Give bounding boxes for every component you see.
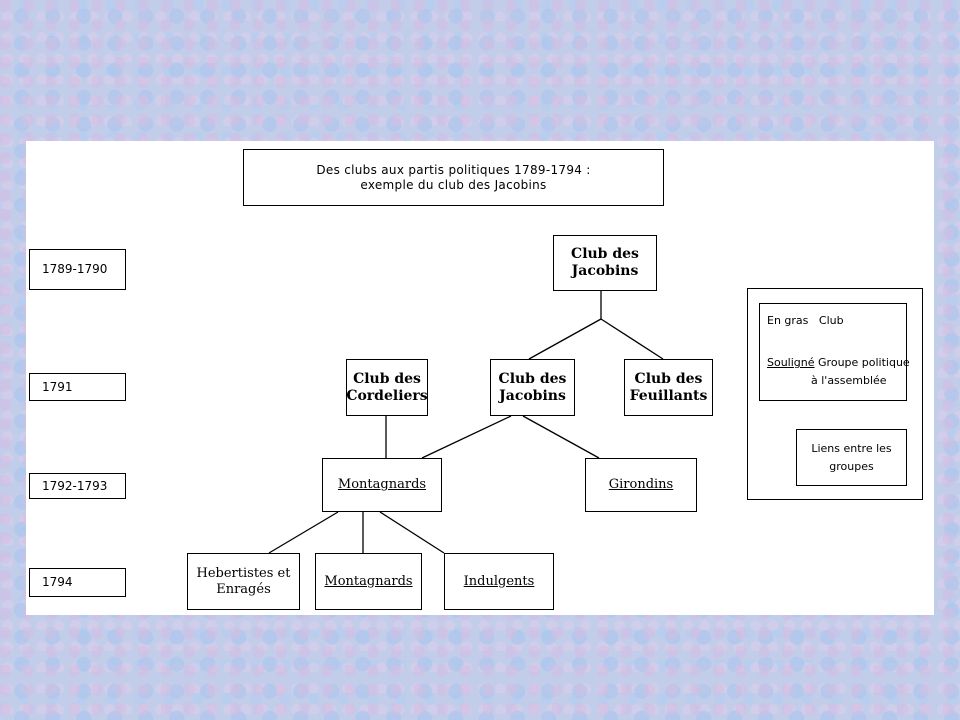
group-girondins: Girondins <box>585 458 697 512</box>
line-jacobins-girondins <box>522 415 600 459</box>
legend-underline-meaning-2: à l'assemblée <box>811 374 887 387</box>
title-line-2: exemple du club des Jacobins <box>360 177 547 192</box>
year-label-1792-1793: 1792-1793 <box>29 473 126 499</box>
group-indulgents: Indulgents <box>444 553 554 610</box>
legend-bold-row: En gras Club <box>767 312 844 329</box>
legend-styles-box <box>759 303 907 401</box>
line-montagnards-indulgents <box>379 511 445 554</box>
club-cordeliers: Club des Cordeliers <box>346 359 428 416</box>
legend-underline-row-2: à l'assemblée <box>811 372 887 389</box>
title-line-1: Des clubs aux partis politiques 1789-179… <box>316 163 591 178</box>
group-montagnards-1792: Montagnards <box>322 458 442 512</box>
club-jacobins-mid: Club des Jacobins <box>490 359 575 416</box>
group-label: Indulgents <box>463 573 535 589</box>
legend-links-box: Liens entre les groupes <box>796 429 907 486</box>
year-label-1789-1790: 1789-1790 <box>29 249 126 290</box>
club-feuillants: Club des Feuillants <box>624 359 713 416</box>
group-label: Girondins <box>608 477 674 493</box>
diagram-canvas: Des clubs aux partis politiques 1789-179… <box>26 141 934 615</box>
legend-bold-marker: En gras <box>767 314 809 327</box>
line-to-feuillants <box>600 318 664 360</box>
legend-bold-meaning: Club <box>818 314 844 327</box>
group-hebertistes: Hebertistes et Enragés <box>187 553 300 610</box>
legend-underline-meaning-1: Groupe politique <box>818 356 910 369</box>
legend-underline-row: Souligné Groupe politique <box>767 354 910 371</box>
legend-underline-marker: Souligné <box>767 356 815 369</box>
group-label: Montagnards <box>337 477 427 493</box>
connector-lines <box>268 290 778 554</box>
group-montagnards-1794: Montagnards <box>315 553 422 610</box>
club-jacobins-top: Club des Jacobins <box>553 235 657 291</box>
year-label-1791: 1791 <box>29 373 126 401</box>
diagram-title: Des clubs aux partis politiques 1789-179… <box>243 149 664 206</box>
line-montagnards-hebertistes <box>268 511 339 554</box>
group-label: Montagnards <box>324 573 413 589</box>
line-jacobins-montagnards <box>421 415 512 459</box>
year-label-1794: 1794 <box>29 568 126 597</box>
line-to-jacobins-mid <box>528 318 602 360</box>
